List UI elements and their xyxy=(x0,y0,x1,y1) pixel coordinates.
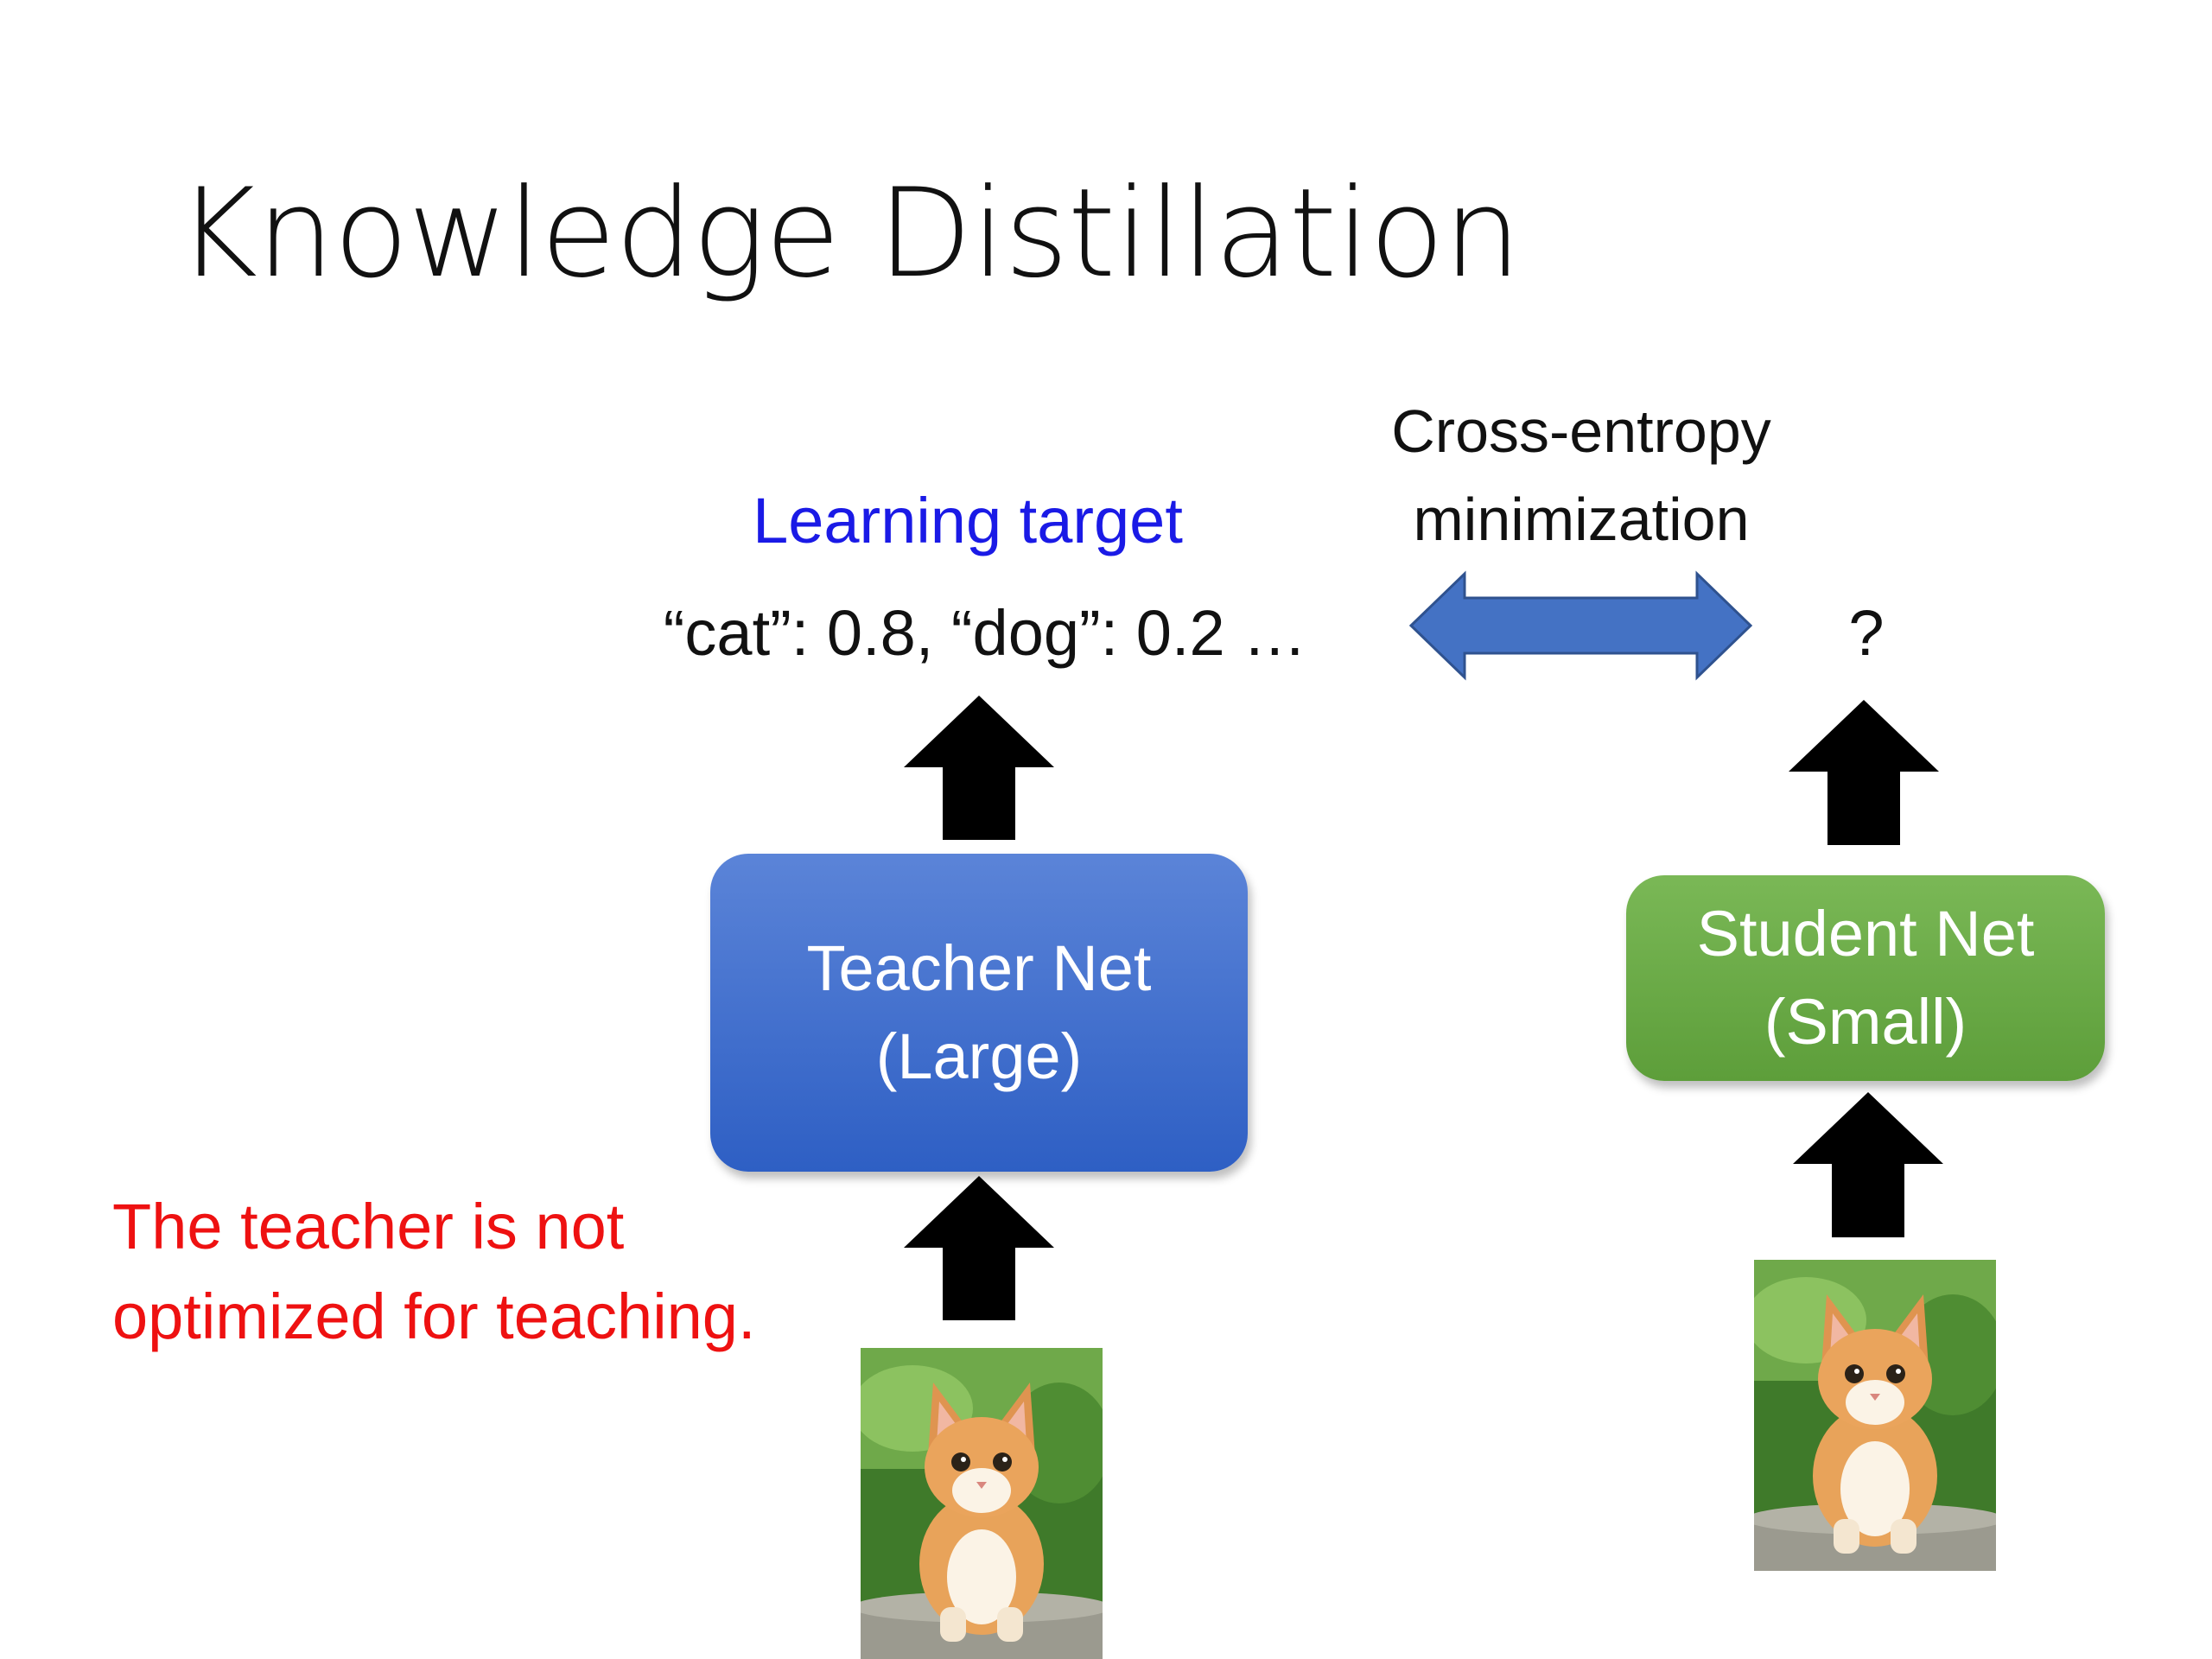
up-arrow-icon xyxy=(904,1176,1054,1320)
cross-entropy-line-2: minimization xyxy=(1413,486,1750,553)
teacher-net-line-2: (Large) xyxy=(875,1020,1083,1092)
learning-target-label: Learning target xyxy=(753,485,1183,556)
student-output-unknown: ? xyxy=(1848,597,1885,669)
up-arrow-icon xyxy=(1793,1092,1943,1237)
kitten-image xyxy=(1754,1260,1996,1571)
teacher-net-line-1: Teacher Net xyxy=(806,932,1152,1004)
kitten-image xyxy=(861,1348,1103,1659)
teacher-note-line-1: The teacher is not xyxy=(112,1191,625,1262)
teacher-note: The teacher is not optimized for teachin… xyxy=(112,1182,756,1362)
cross-entropy-line-1: Cross-entropy xyxy=(1391,397,1771,465)
cross-entropy-label: Cross-entropy minimization xyxy=(1296,387,1866,563)
double-arrow-icon xyxy=(1408,570,1753,681)
student-net-box: Student Net (Small) xyxy=(1626,875,2105,1081)
teacher-output-values: “cat”: 0.8, “dog”: 0.2 … xyxy=(663,597,1307,669)
teacher-net-box: Teacher Net (Large) xyxy=(710,854,1248,1172)
teacher-note-line-2: optimized for teaching. xyxy=(112,1281,756,1352)
up-arrow-icon xyxy=(1789,700,1939,845)
student-net-line-1: Student Net xyxy=(1696,898,2035,969)
up-arrow-icon xyxy=(904,696,1054,840)
slide-title: Knowledge Distillation xyxy=(177,162,1522,305)
student-net-line-2: (Small) xyxy=(1764,986,1967,1058)
